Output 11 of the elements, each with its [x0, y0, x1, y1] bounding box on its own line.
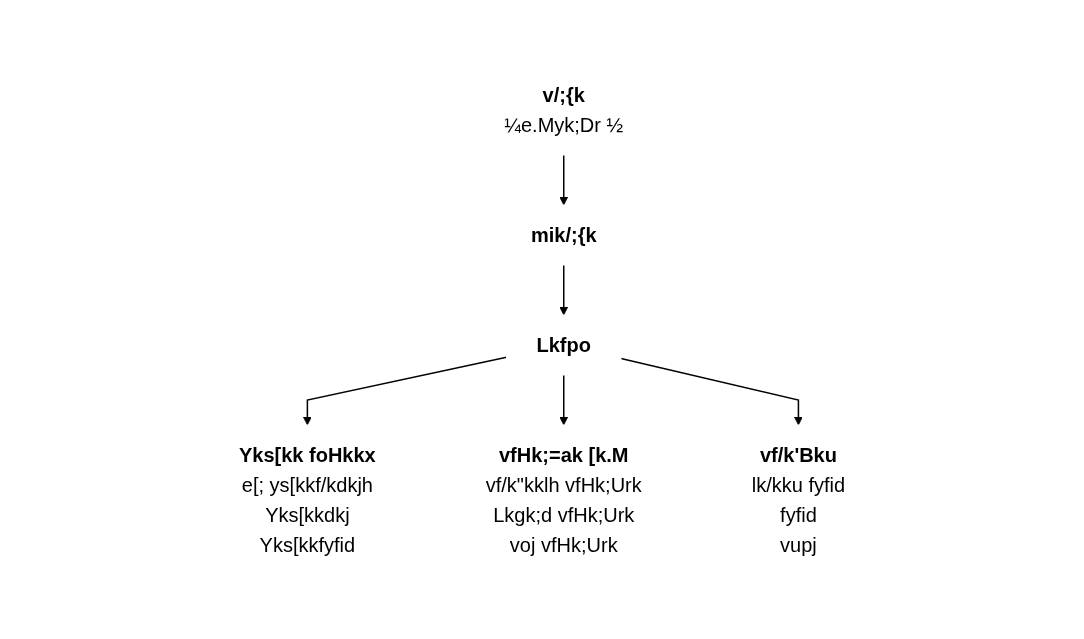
arrow [559, 373, 569, 425]
node-text: vfHk;=ak [k.M vf/k"kklh vfHk;Urk Lkgk;d vfHk;Urk voj vfHk;Urk [485, 443, 642, 556]
node-text: mik/;{k [530, 223, 597, 246]
arrow [559, 263, 569, 315]
node-text: Lkfpo [536, 333, 591, 356]
arrow [620, 357, 803, 425]
arrow [559, 153, 569, 205]
node-text: v/;{k ¼e.Myk;Dr ½ [504, 83, 624, 136]
node-text: vf/k'Bku lk/kku fyfid fyfid vupj [751, 443, 846, 556]
arrow [302, 356, 508, 425]
node-text: Yks[kk foHkkx e[; ys[kkf/kdkjh Yks[kkdkj Yks[kkfyfid [238, 443, 376, 556]
